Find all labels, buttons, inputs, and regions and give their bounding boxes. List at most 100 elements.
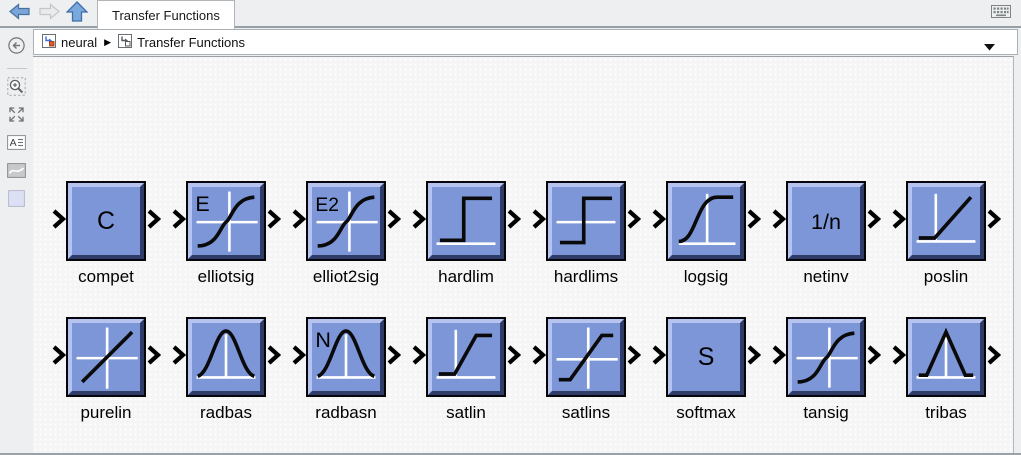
block-cell-hardlim: hardlim bbox=[406, 181, 526, 287]
output-port-icon bbox=[626, 208, 642, 235]
block-radbas[interactable] bbox=[186, 317, 266, 397]
block-face: N bbox=[308, 319, 384, 395]
sidebar-toolbar: A bbox=[0, 28, 33, 453]
image-button[interactable] bbox=[5, 161, 29, 185]
hide-browser-button[interactable] bbox=[5, 36, 29, 60]
block-glyph-step-symmetric bbox=[556, 196, 616, 245]
block-label: logsig bbox=[683, 267, 729, 286]
input-port-icon bbox=[171, 344, 187, 371]
input-port-icon bbox=[411, 344, 427, 371]
block-label: netinv bbox=[803, 267, 849, 286]
block-purelin[interactable] bbox=[66, 317, 146, 397]
block-satlin[interactable] bbox=[426, 317, 506, 397]
block-face: E bbox=[188, 183, 264, 259]
input-port-icon bbox=[531, 344, 547, 371]
input-port-icon bbox=[531, 208, 547, 235]
output-port-icon bbox=[386, 208, 402, 235]
block-logsig[interactable] bbox=[666, 181, 746, 261]
forward-arrow-icon bbox=[38, 3, 60, 25]
block-label: hardlims bbox=[553, 267, 619, 286]
chevron-down-icon[interactable] bbox=[984, 38, 995, 56]
block-face bbox=[428, 183, 504, 259]
block-label: satlins bbox=[561, 403, 611, 422]
output-port-icon bbox=[986, 208, 1002, 235]
output-port-icon bbox=[506, 344, 522, 371]
annotation-button[interactable]: A bbox=[5, 133, 29, 157]
block-glyph-log-sigmoid bbox=[678, 193, 736, 245]
block-face: S bbox=[668, 319, 744, 395]
block-radbasn[interactable]: N bbox=[306, 317, 386, 397]
output-port-icon bbox=[866, 208, 882, 235]
block-hardlim[interactable] bbox=[426, 181, 506, 261]
library-block-icon bbox=[42, 33, 56, 51]
block-face bbox=[908, 183, 984, 259]
block-cell-satlins: satlins bbox=[526, 317, 646, 423]
breadcrumb-separator-icon: ▶ bbox=[104, 36, 112, 47]
block-compet[interactable]: C bbox=[66, 181, 146, 261]
block-poslin[interactable] bbox=[906, 181, 986, 261]
breadcrumb-item-transfer-functions[interactable]: Transfer Functions bbox=[118, 33, 245, 51]
keyboard-shortcuts-button[interactable] bbox=[989, 5, 1013, 23]
block-softmax[interactable]: S bbox=[666, 317, 746, 397]
breadcrumb: neural ▶ Transfer Functions bbox=[33, 29, 1018, 55]
block-cell-satlin: satlin bbox=[406, 317, 526, 423]
block-elliot2sig[interactable]: E2 bbox=[306, 181, 386, 261]
block-label: elliot2sig bbox=[312, 267, 380, 286]
block-label: purelin bbox=[80, 403, 132, 422]
block-hardlims[interactable] bbox=[546, 181, 626, 261]
block-face bbox=[548, 183, 624, 259]
block-glyph-positive-linear bbox=[916, 193, 976, 243]
block-cell-elliot2sig: E2 elliot2sig bbox=[286, 181, 406, 287]
block-cell-logsig: logsig bbox=[646, 181, 766, 287]
block-label: compet bbox=[78, 267, 134, 286]
block-label: satlin bbox=[446, 403, 486, 422]
input-port-icon bbox=[651, 208, 667, 235]
block-netinv[interactable]: 1/n bbox=[786, 181, 866, 261]
output-port-icon bbox=[746, 344, 762, 371]
toolbar: Transfer Functions bbox=[0, 0, 1021, 30]
zoom-region-icon bbox=[7, 77, 26, 101]
output-port-icon bbox=[986, 344, 1002, 371]
up-to-parent-button[interactable] bbox=[64, 1, 90, 27]
block-glyph-saturating-linear-symmetric bbox=[556, 327, 618, 389]
output-port-icon bbox=[266, 344, 282, 371]
color-swatch-button[interactable] bbox=[5, 189, 29, 213]
block-glyph-saturating-linear bbox=[436, 329, 496, 379]
input-port-icon bbox=[51, 344, 67, 371]
block-face: E2 bbox=[308, 183, 384, 259]
block-cell-hardlims: hardlims bbox=[526, 181, 646, 287]
image-icon bbox=[7, 163, 26, 183]
block-face bbox=[428, 319, 504, 395]
fit-to-view-button[interactable] bbox=[5, 105, 29, 129]
block-tansig[interactable] bbox=[786, 317, 866, 397]
block-cell-netinv: 1/n netinv bbox=[766, 181, 886, 287]
zoom-region-button[interactable] bbox=[5, 77, 29, 101]
block-glyph-sigmoid-curve: E bbox=[195, 191, 258, 252]
breadcrumb-item-neural[interactable]: neural bbox=[42, 33, 97, 51]
block-satlins[interactable] bbox=[546, 317, 626, 397]
forward-button[interactable] bbox=[36, 3, 62, 25]
block-face bbox=[908, 319, 984, 395]
input-port-icon bbox=[291, 344, 307, 371]
svg-text:A: A bbox=[10, 137, 17, 149]
block-face bbox=[68, 319, 144, 395]
block-tribas[interactable] bbox=[906, 317, 986, 397]
block-glyph-center-letter: S bbox=[698, 343, 715, 371]
output-port-icon bbox=[506, 208, 522, 235]
back-button[interactable] bbox=[6, 3, 32, 25]
block-glyph-gaussian bbox=[196, 329, 256, 379]
block-elliotsig[interactable]: E bbox=[186, 181, 266, 261]
block-cell-tansig: tansig bbox=[766, 317, 886, 423]
output-port-icon bbox=[146, 208, 162, 235]
up-arrow-icon bbox=[65, 1, 89, 27]
output-port-icon bbox=[746, 208, 762, 235]
back-arrow-icon bbox=[8, 3, 30, 25]
block-label: elliotsig bbox=[197, 267, 255, 286]
tab-transfer-functions[interactable]: Transfer Functions bbox=[97, 0, 235, 30]
input-port-icon bbox=[411, 208, 427, 235]
